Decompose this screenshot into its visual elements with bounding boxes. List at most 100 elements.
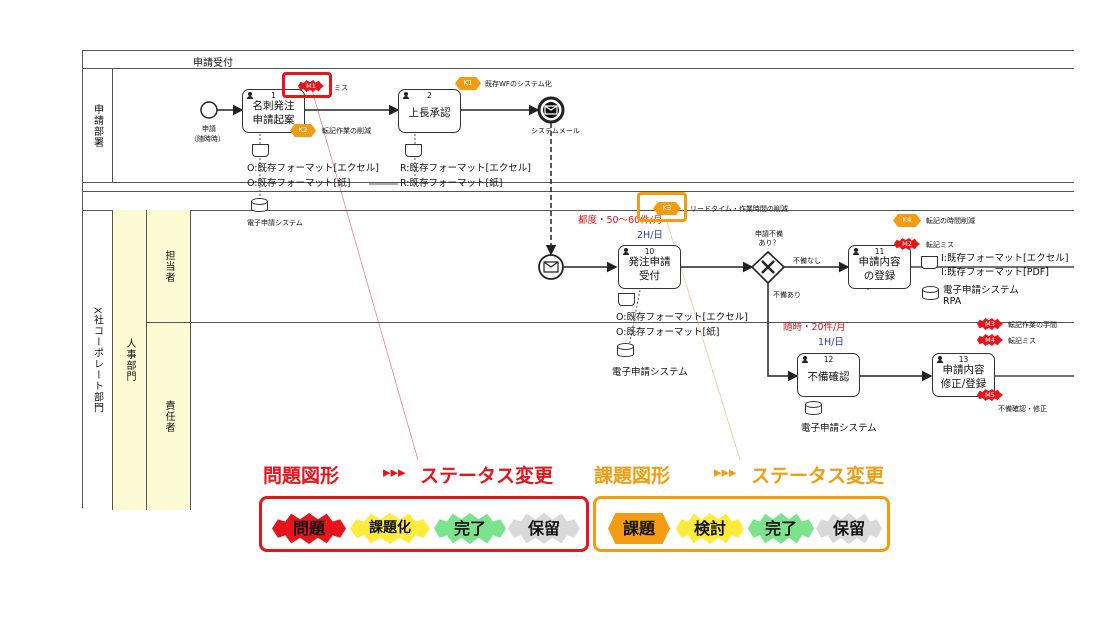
header-title: 申請受付: [193, 58, 233, 69]
message-event-label: システムメール: [531, 127, 580, 135]
legend-task-item-done[interactable]: 完了: [748, 513, 814, 544]
hr-lane-bg: [113, 210, 147, 510]
task-badge-k3-note: リードタイム・作業時間の削減: [690, 205, 788, 213]
lane-manager: 責任者: [163, 399, 174, 433]
person-icon: [853, 248, 859, 255]
person-icon: [247, 92, 253, 99]
task-number: 11: [874, 247, 885, 256]
legend-problem-title: 問題図形: [263, 465, 340, 487]
legend-problem-item-problem[interactable]: 問題: [272, 513, 346, 544]
person-icon: [802, 356, 808, 363]
task-number: 10: [644, 247, 655, 256]
legend-task-item-task[interactable]: 課題: [608, 513, 670, 544]
legend-task-arrows: ▸▸▸: [714, 463, 737, 481]
t1-doc2: O:既存フォーマット[紙]: [247, 178, 351, 189]
problem-badge-task1[interactable]: M1: [298, 80, 324, 92]
gateway-no-label: 不備なし: [793, 257, 821, 265]
header-divider: [82, 68, 1074, 69]
applicant-lane-label-border: [112, 69, 113, 182]
flow-gateway-to-task12: [767, 283, 799, 382]
assoc-task10-docs: [627, 289, 641, 353]
database-icon: [805, 401, 822, 416]
problem-badge-task13c[interactable]: M5: [977, 389, 1003, 401]
legend-task-item-review[interactable]: 検討: [676, 513, 744, 544]
legend-problem-item-issued[interactable]: 課題化: [350, 513, 430, 544]
task-12-card[interactable]: 12 不備確認: [797, 353, 860, 397]
start-event-label: 申請: [202, 125, 216, 133]
legend-problem-item-hold[interactable]: 保留: [508, 513, 580, 544]
lane-hr-dept: 人事部門: [124, 338, 135, 382]
document-icon: [405, 144, 422, 157]
legend-problem-box: 問題 課題化 完了 保留: [259, 496, 589, 552]
task-badge-k4[interactable]: K4: [893, 214, 921, 227]
person-icon: [623, 248, 629, 255]
applicant-lane: [82, 69, 1074, 183]
legend-problem-item-done[interactable]: 完了: [434, 513, 506, 544]
task-label-line1: 申請内容: [942, 364, 985, 376]
document-icon: [921, 256, 938, 269]
task-label-line1: 申請内容: [858, 256, 901, 268]
start-event-sublabel: （随時時）: [190, 135, 225, 143]
legend-problem-arrows: ▸▸▸: [383, 463, 406, 481]
task-2-card[interactable]: 2 上長承認: [398, 89, 461, 133]
task-label-line2: の登録: [863, 270, 896, 282]
highlight-box-task: [637, 192, 687, 222]
t12-system: 電子申請システム: [801, 423, 877, 434]
volume-task10-freq: 都度・50～60件/月: [578, 215, 663, 226]
database-icon: [922, 286, 939, 301]
problem-badge-task13a[interactable]: M3: [977, 318, 1003, 330]
envelope-icon-start: [543, 261, 559, 273]
task-label-line1: 不備確認: [807, 371, 850, 383]
pointer-line-problem: [311, 89, 419, 461]
gateway-x-2: [761, 260, 775, 274]
person-icon: [937, 356, 943, 363]
t11-system: 電子申請システム: [943, 285, 1019, 296]
task-13-card[interactable]: 13 申請内容 修正/登録: [932, 353, 995, 397]
legend-task-item-hold[interactable]: 保留: [816, 513, 882, 544]
t10-doc2: O:既存フォーマット[紙]: [616, 327, 720, 338]
lane-applicant-dept: 申請部署: [91, 103, 103, 148]
t10-system: 電子申請システム: [612, 367, 688, 378]
task-11-card[interactable]: 11 申請内容 の登録: [848, 245, 911, 289]
problem-badge-task13c-note: 不備確認・修正: [998, 405, 1047, 413]
task-label-line2: 受付: [639, 270, 660, 282]
t10-doc1: O:既存フォーマット[エクセル]: [616, 312, 748, 323]
task-badge-k1[interactable]: K1: [455, 77, 481, 90]
document-icon: [618, 293, 635, 306]
t2-doc1: R:既存フォーマット[エクセル]: [400, 163, 531, 174]
problem-badge-task11[interactable]: M2: [894, 238, 920, 250]
lane-staff: 担当者: [163, 249, 174, 283]
t1-system: 電子申請システム: [247, 219, 303, 227]
problem-badge-task13b[interactable]: M4: [977, 334, 1003, 346]
task-badge-k1-note: 既存WFのシステム化: [485, 80, 552, 88]
diagram-left-border: [82, 50, 83, 508]
task-label-line2: 申請起案: [252, 114, 295, 126]
task-badge-k2[interactable]: K2: [290, 124, 316, 137]
lane-gap-divider-2: [82, 210, 1074, 211]
gateway-question: 申請不備あり？: [755, 230, 783, 247]
lane-gap-divider: [82, 191, 1074, 192]
task-badge-k4-note: 転記の時間削減: [926, 217, 975, 225]
diagram-top-border: [82, 50, 1074, 51]
t2-doc2: R:既存フォーマット[紙]: [400, 178, 503, 189]
company-pool-border: [112, 210, 113, 510]
task-number: 1: [271, 91, 276, 100]
task-10-card[interactable]: 10 発注申請 受付: [618, 245, 681, 289]
highlight-box-problem: [282, 72, 332, 98]
document-icon: [252, 144, 269, 157]
start-event: [200, 101, 218, 119]
database-icon: [617, 343, 634, 358]
bpmn-diagram: 申請受付 申請部署 X社コーポレート部門 人事部門 担当者 責任者: [82, 48, 1074, 510]
task-number: 2: [427, 91, 432, 100]
task-label-line1: 名刺発注: [252, 100, 295, 112]
task-badge-k3[interactable]: K3: [653, 202, 681, 215]
volume-task12-freq: 随時・20件/月: [783, 322, 846, 333]
problem-badge-task11-note: 転記ミス: [926, 241, 954, 249]
legend-problem-status: ステータス変更: [420, 465, 554, 487]
t11-rpa: RPA: [943, 296, 962, 307]
legend-task-title: 課題図形: [594, 465, 671, 487]
legend-task-status: ステータス変更: [751, 465, 885, 487]
staff-manager-divider: [147, 322, 1074, 323]
role-lane-bg: [147, 210, 191, 510]
task-number: 12: [823, 355, 834, 364]
